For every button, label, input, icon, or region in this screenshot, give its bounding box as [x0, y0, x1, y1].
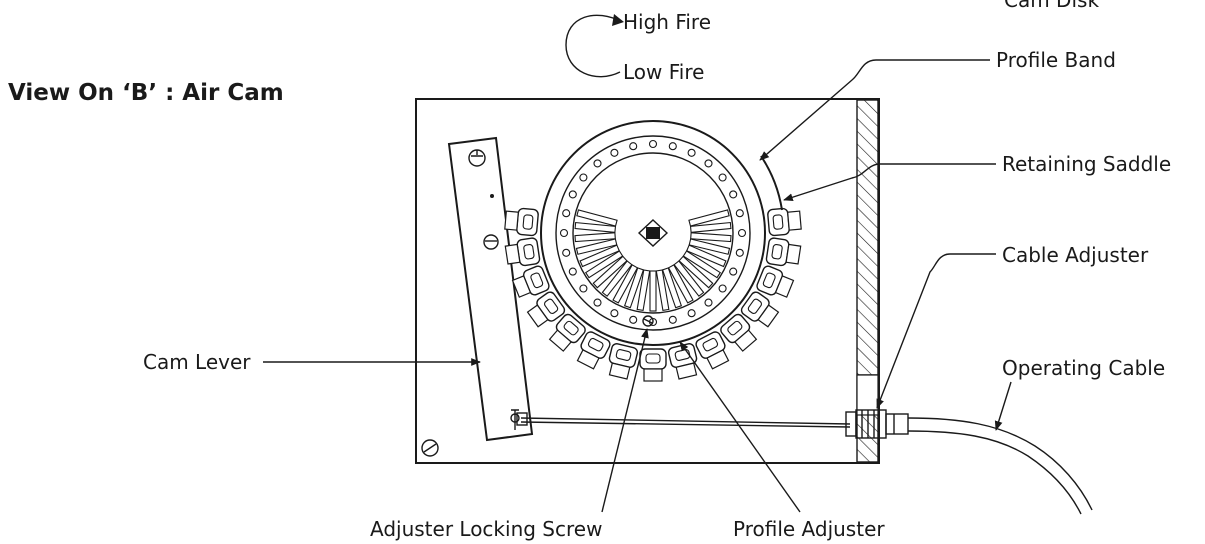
label-profile-band: Profile Band: [996, 48, 1116, 72]
saddle-segment: [767, 207, 802, 237]
adjuster-locking-screw: [642, 315, 654, 327]
saddle-segment: [720, 313, 758, 352]
side-wall-hatch: [856, 99, 879, 463]
adjuster-hole: [687, 309, 696, 318]
cable-rod: [516, 412, 851, 428]
adjuster-hole: [562, 248, 571, 257]
label-cam-lever: Cam Lever: [143, 350, 251, 374]
radial-slots: [574, 209, 732, 312]
saddle-segment: [667, 343, 698, 380]
adjuster-hole: [610, 309, 619, 318]
radial-slot: [575, 238, 618, 255]
adjuster-hole: [593, 159, 602, 168]
cam-disk: [540, 120, 766, 346]
saddle-segment: [526, 291, 566, 328]
adjuster-hole: [718, 284, 727, 293]
label-cable-adjuster: Cable Adjuster: [1002, 243, 1149, 267]
radial-slot: [584, 250, 624, 279]
operating-cable: [907, 417, 1093, 515]
radial-slot: [655, 269, 670, 312]
cable-adjuster: [845, 409, 909, 439]
label-low-fire: Low Fire: [623, 60, 704, 84]
radial-slot: [579, 244, 620, 268]
adjuster-hole: [735, 248, 744, 257]
radial-slot: [690, 232, 732, 243]
adjuster-hole: [629, 142, 638, 151]
adjuster-hole: [737, 228, 747, 238]
radial-slot: [612, 264, 639, 304]
adjuster-hole: [568, 190, 577, 199]
adjuster-hole: [704, 298, 713, 307]
saddle-segment: [756, 265, 795, 298]
adjuster-hole: [718, 173, 727, 182]
adjuster-hole: [704, 159, 713, 168]
cam-assembly: [504, 120, 802, 382]
adjuster-hole: [610, 148, 619, 157]
radial-slot: [574, 221, 617, 233]
retaining-saddles: [504, 207, 802, 382]
adjuster-hole: [687, 148, 696, 157]
adjuster-hole: [568, 267, 577, 276]
label-cam-disk: Cam Disk: [1004, 0, 1099, 12]
radial-slot: [601, 260, 633, 297]
adjuster-holes: [559, 139, 747, 327]
label-profile-adjuster: Profile Adjuster: [733, 517, 885, 541]
saddle-segment: [639, 348, 667, 382]
profile-band: [760, 155, 783, 211]
radial-slot: [689, 221, 732, 233]
corner-screw: [421, 439, 439, 457]
saddle-segment: [608, 343, 639, 380]
radial-slot: [623, 267, 645, 309]
adjuster-hole: [648, 139, 658, 149]
radial-slot: [661, 267, 683, 309]
rotation-indicator: High Fire Low Fire: [565, 10, 711, 84]
view-title: View On ‘B’ : Air Cam: [8, 80, 284, 106]
radial-slot: [576, 209, 618, 227]
adjuster-hole: [579, 284, 588, 293]
cam-lever: [447, 136, 534, 442]
adjuster-hole: [668, 315, 677, 324]
adjuster-hole: [559, 228, 569, 238]
radial-slot: [682, 250, 722, 279]
adjuster-hole: [629, 315, 638, 324]
adjuster-hole: [562, 209, 571, 218]
saddle-segment: [740, 291, 780, 328]
radial-slot: [678, 255, 714, 289]
radial-slot: [574, 232, 616, 243]
label-high-fire: High Fire: [623, 10, 711, 34]
adjuster-hole: [729, 190, 738, 199]
shaft-hub: [637, 219, 669, 247]
label-adjuster-locking-screw: Adjuster Locking Screw: [370, 517, 602, 541]
saddle-segment: [504, 207, 539, 237]
radial-slot: [686, 244, 727, 268]
saddle-segment: [548, 313, 586, 352]
adjuster-hole: [593, 298, 602, 307]
saddle-segment: [576, 331, 611, 370]
radial-slot: [667, 264, 694, 304]
label-operating-cable: Operating Cable: [1002, 356, 1165, 380]
radial-slot: [649, 270, 657, 312]
saddle-segment: [695, 331, 730, 370]
adjuster-hole: [579, 173, 588, 182]
saddle-segment: [504, 237, 541, 267]
leader-lines: [263, 59, 1012, 513]
saddle-segment: [511, 265, 550, 298]
radial-slot: [636, 269, 651, 312]
adjuster-hole: [735, 209, 744, 218]
label-retaining-saddle: Retaining Saddle: [1002, 152, 1171, 176]
back-plate: [415, 98, 880, 464]
radial-slot: [592, 255, 628, 289]
saddle-segment: [765, 237, 802, 267]
adjuster-hole: [729, 267, 738, 276]
radial-slot: [688, 209, 730, 227]
adjuster-hole: [668, 142, 677, 151]
radial-slot: [688, 238, 731, 255]
radial-slot: [673, 260, 705, 297]
